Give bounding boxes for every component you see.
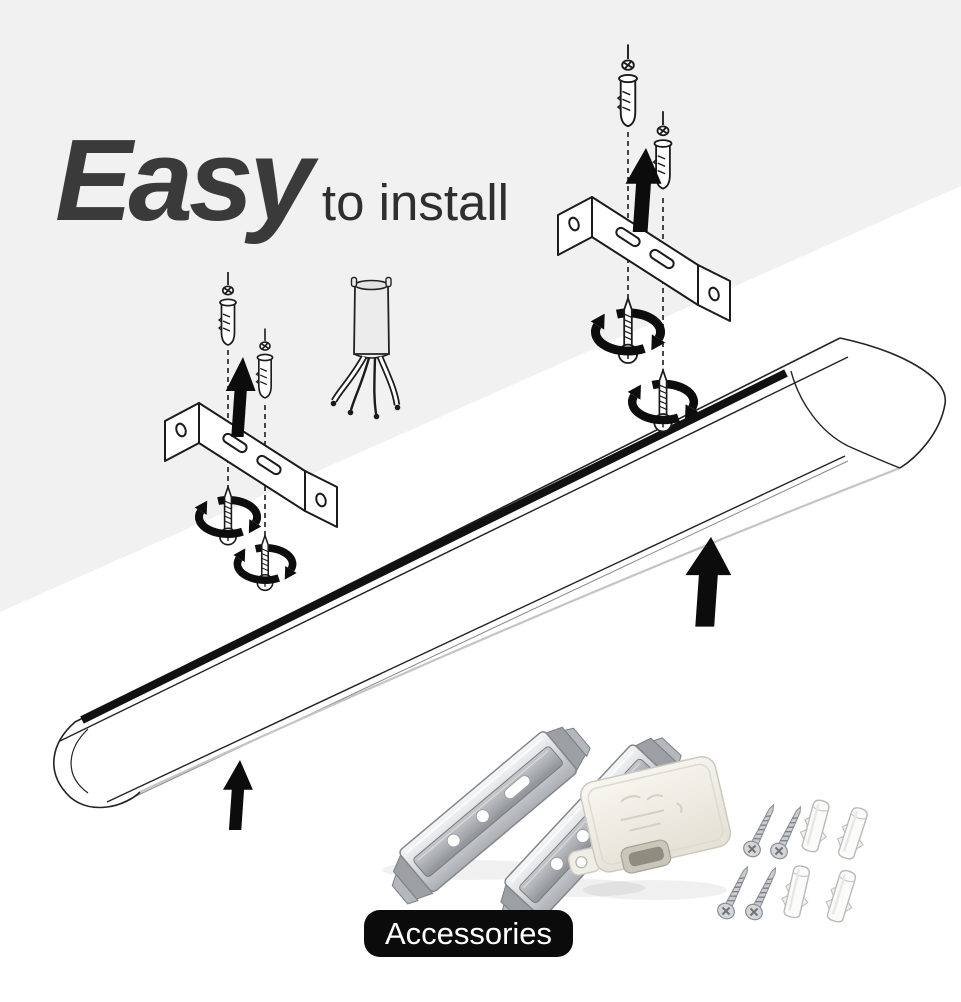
fixture-lens-seam [106,455,846,803]
fixture-left-endcap-inner [70,728,89,794]
power-cable-icon [330,276,401,420]
accessories-badge-label: Accessories [384,915,553,951]
accessories-badge: Accessories [364,910,573,957]
right-bracket-assembly [557,43,731,431]
fixture-left-endcap [53,721,141,809]
poster-title: Easy to install [55,122,509,238]
accessories-photo-panel [377,713,875,939]
fixture-right-endcap [839,337,946,469]
fixture-upper-seam [59,356,849,742]
led-batten-fixture [53,337,946,809]
title-emphasis: Easy [55,115,314,245]
title-rest: to install [321,174,510,231]
fixture-right-endcap-inner [790,370,901,469]
left-bracket-assembly [164,271,338,590]
fixture-black-stripe [80,369,788,724]
junction-box-photo [567,755,732,876]
fixture-bottom-edge [139,466,901,793]
